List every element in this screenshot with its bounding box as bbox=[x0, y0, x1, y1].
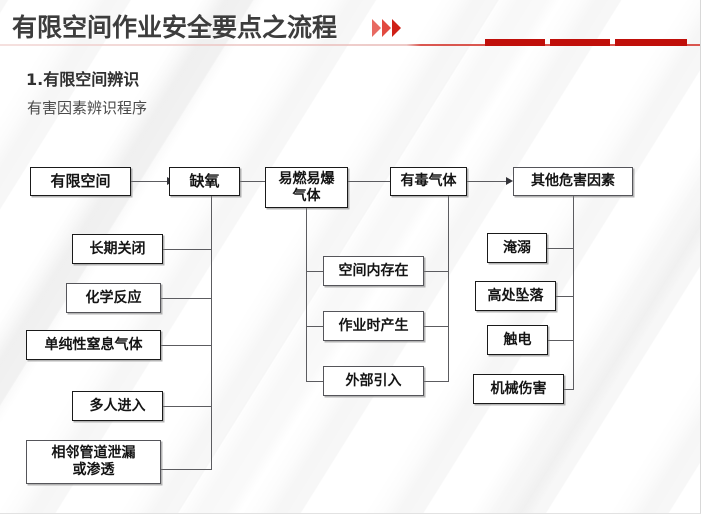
header-accent-bar-2 bbox=[550, 39, 610, 46]
branch-line-m1-left bbox=[306, 271, 324, 273]
spine-left-branch bbox=[211, 196, 213, 470]
branch-line-m2-left bbox=[306, 326, 324, 328]
spine-middle-right bbox=[448, 196, 450, 382]
branch-line-l1 bbox=[163, 249, 212, 251]
flow-node-exists-in-space[interactable]: 空间内存在 bbox=[323, 256, 424, 286]
branch-line-r2 bbox=[556, 296, 574, 298]
connector-n2-n3 bbox=[240, 181, 278, 183]
flow-node-mechanical-injury[interactable]: 机械伤害 bbox=[473, 374, 564, 404]
branch-line-r3 bbox=[548, 340, 574, 342]
flow-node-oxygen-deficiency[interactable]: 缺氧 bbox=[169, 167, 240, 196]
flow-node-limited-space[interactable]: 有限空间 bbox=[30, 167, 131, 196]
page-title: 有限空间作业安全要点之流程 bbox=[12, 13, 338, 42]
connector-n3-n4 bbox=[348, 181, 392, 183]
flow-node-generated-during-work[interactable]: 作业时产生 bbox=[323, 311, 424, 341]
spine-right-branch bbox=[573, 196, 575, 390]
flow-node-multiple-people-entry[interactable]: 多人进入 bbox=[72, 391, 163, 421]
branch-line-l4 bbox=[163, 406, 212, 408]
connector-n4-n5 bbox=[466, 181, 508, 183]
branch-line-m2-right bbox=[424, 326, 449, 328]
branch-line-m1-right bbox=[424, 271, 449, 273]
flow-node-toxic-gas[interactable]: 有毒气体 bbox=[390, 167, 467, 196]
section-subheading: 有害因素辨识程序 bbox=[27, 99, 148, 117]
header-accent-bar-3 bbox=[615, 39, 687, 46]
flow-node-simple-asphyxiant-gas[interactable]: 单纯性窒息气体 bbox=[26, 330, 161, 360]
flow-node-external-introduction[interactable]: 外部引入 bbox=[323, 366, 424, 396]
slide-header: 有限空间作业安全要点之流程 bbox=[0, 0, 700, 46]
branch-line-l2 bbox=[160, 298, 212, 300]
branch-line-l3 bbox=[160, 345, 212, 347]
flow-node-fall-from-height[interactable]: 高处坠落 bbox=[475, 281, 556, 311]
branch-line-r4 bbox=[564, 389, 574, 391]
header-divider-rule bbox=[0, 44, 700, 46]
branch-line-m3-left bbox=[306, 381, 324, 383]
branch-line-l5 bbox=[160, 469, 212, 471]
header-accent-bar-1 bbox=[485, 39, 545, 46]
flow-node-long-term-closed[interactable]: 长期关闭 bbox=[72, 234, 163, 264]
section-heading: 1.有限空间辨识 bbox=[26, 70, 140, 89]
flow-node-chemical-reaction[interactable]: 化学反应 bbox=[66, 283, 161, 313]
flow-node-flammable-explosive-gas[interactable]: 易燃易爆 气体 bbox=[265, 167, 348, 208]
double-chevron-right-icon bbox=[372, 19, 401, 37]
arrowhead-n4-n5 bbox=[506, 177, 513, 185]
flow-node-other-hazard-factors[interactable]: 其他危害因素 bbox=[513, 167, 633, 196]
flow-node-adjacent-pipeline-leak[interactable]: 相邻管道泄漏 或渗透 bbox=[26, 440, 161, 484]
spine-middle-left bbox=[306, 208, 308, 381]
branch-line-r1 bbox=[547, 248, 574, 250]
branch-line-m3-right bbox=[424, 381, 449, 383]
flow-node-drowning[interactable]: 淹溺 bbox=[487, 233, 547, 263]
connector-n1-n2 bbox=[131, 181, 169, 183]
flow-node-electric-shock[interactable]: 触电 bbox=[487, 325, 548, 355]
